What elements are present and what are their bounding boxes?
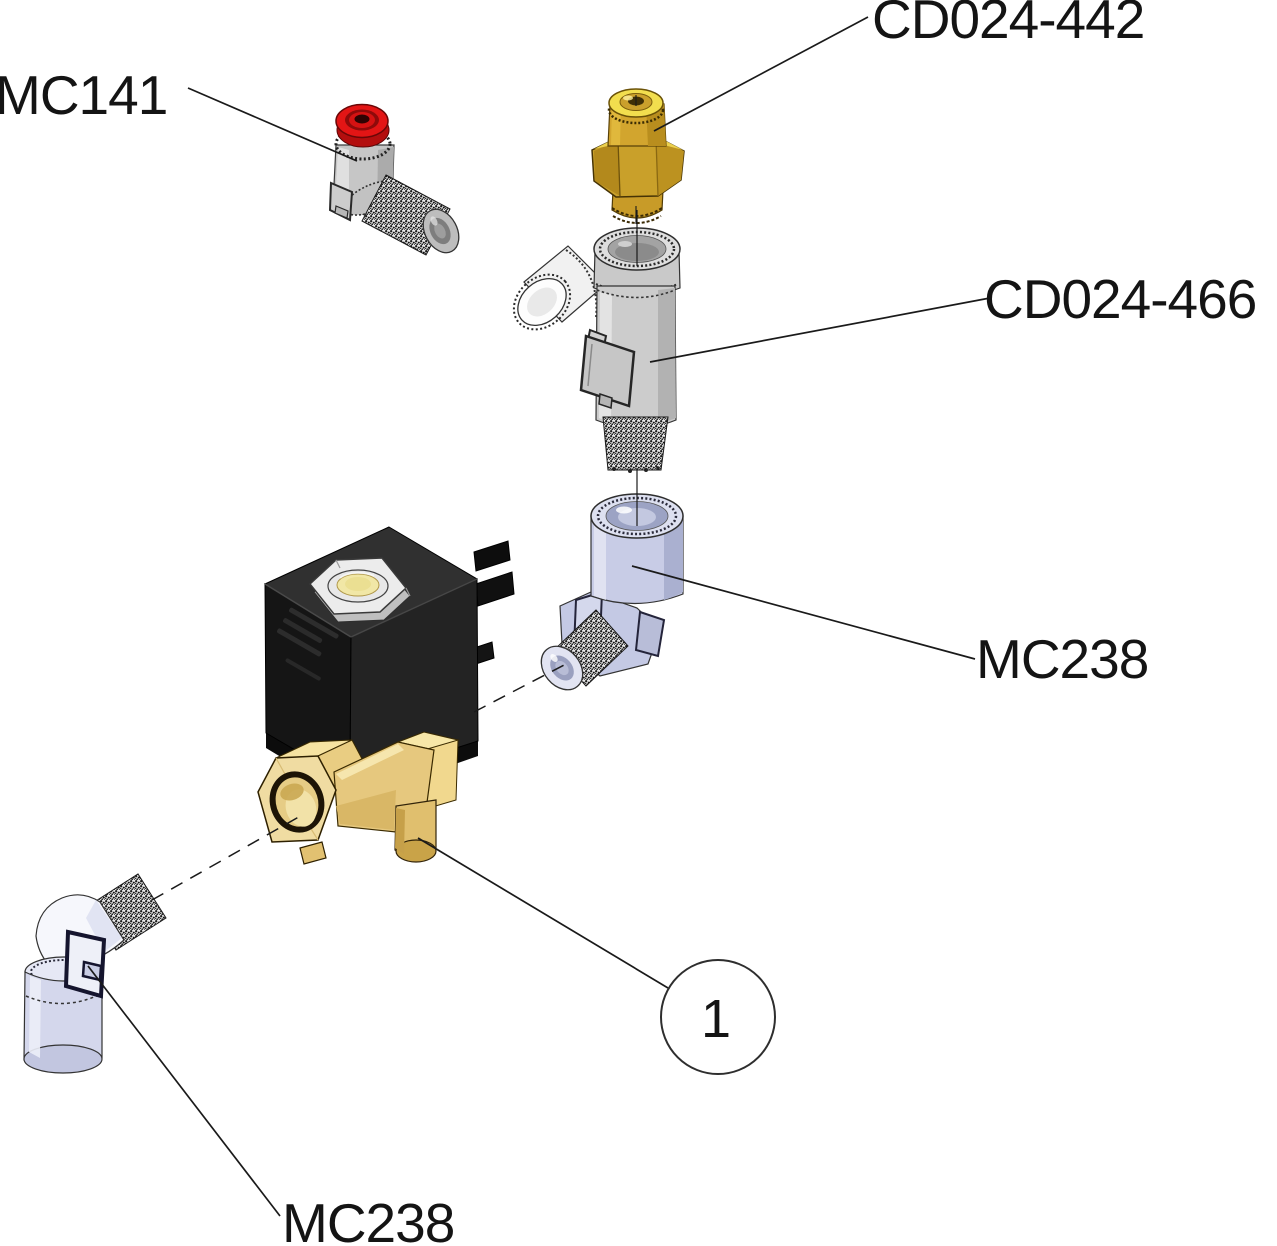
label-cd024-442: CD024-442 xyxy=(872,0,1144,50)
brass-straight-connector xyxy=(591,88,685,224)
label-cd024-466: CD024-466 xyxy=(984,268,1256,330)
label-mc141: MC141 xyxy=(0,64,167,126)
leader-mc238-right xyxy=(631,565,976,660)
gray-tee-adapter xyxy=(512,227,681,473)
balloon-callout: 1 xyxy=(660,959,776,1075)
leader-mc238-bottom xyxy=(87,965,281,1217)
balloon-number: 1 xyxy=(701,989,731,1049)
solenoid-valve-assembly xyxy=(257,526,515,865)
leader-cd024-466 xyxy=(649,297,991,363)
leader-cd024-442 xyxy=(653,16,869,132)
push-fit-elbow-red-collar xyxy=(328,103,460,256)
label-mc238-right: MC238 xyxy=(976,628,1148,690)
push-fit-elbow-lower xyxy=(23,873,167,1074)
leader-lines xyxy=(87,16,991,1217)
leader-mc141 xyxy=(187,87,358,162)
explosion-axis-lines xyxy=(151,210,638,901)
leader-balloon xyxy=(417,837,669,989)
coil-markings xyxy=(277,607,339,681)
label-mc238-bottom: MC238 xyxy=(282,1192,454,1246)
push-fit-elbow-upper xyxy=(540,493,684,691)
